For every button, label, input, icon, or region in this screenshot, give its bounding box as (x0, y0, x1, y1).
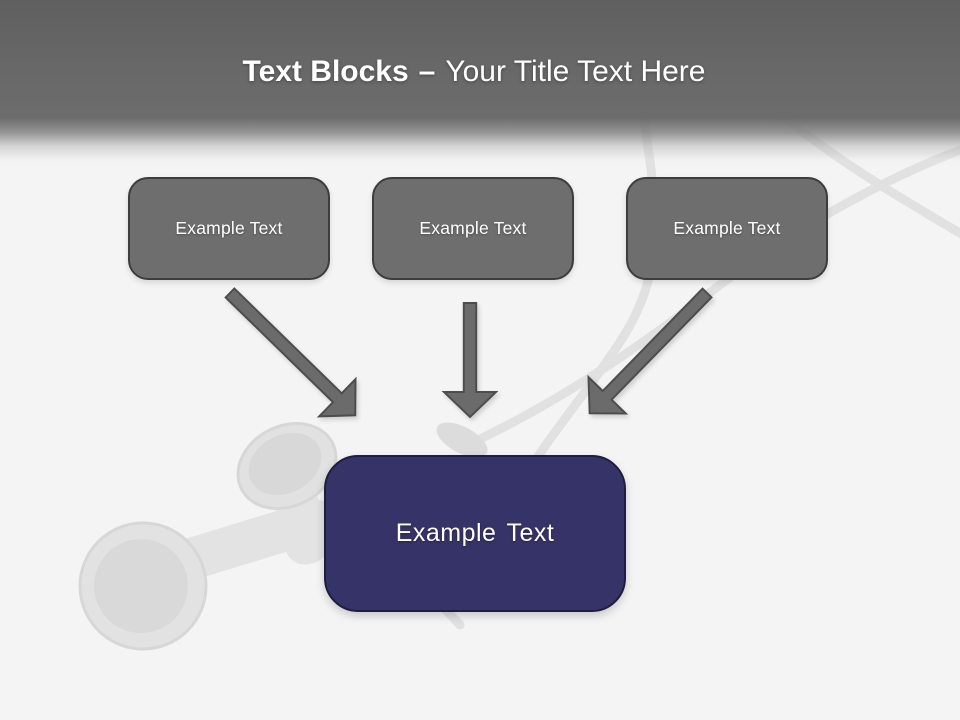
text-block-1: Example Text (128, 177, 330, 280)
text-block-2-label: Example Text (419, 218, 527, 238)
slide-title-subtitle: Your Title Text Here (445, 55, 706, 88)
text-block-3-label: Example Text (673, 218, 781, 238)
summary-block: Example Text (324, 455, 626, 612)
slide-title-topic: Text Blocks (242, 55, 409, 88)
slide-title-dash: – (418, 55, 436, 88)
title-bar: Text Blocks–Your Title Text Here (0, 0, 960, 168)
text-block-3: Example Text (626, 177, 828, 280)
text-block-1-label: Example Text (175, 218, 283, 238)
slide-title: Text Blocks–Your Title Text Here (0, 0, 954, 91)
cable-plug (436, 422, 488, 458)
arrow-down-right-icon (224, 287, 357, 418)
arrow-down-icon (441, 302, 499, 419)
text-block-2: Example Text (372, 177, 574, 280)
earbud-right (236, 421, 338, 565)
summary-block-label: Example Text (395, 519, 555, 547)
cable-curve-1 (515, 87, 660, 491)
arrow-down-left-icon (587, 287, 713, 415)
